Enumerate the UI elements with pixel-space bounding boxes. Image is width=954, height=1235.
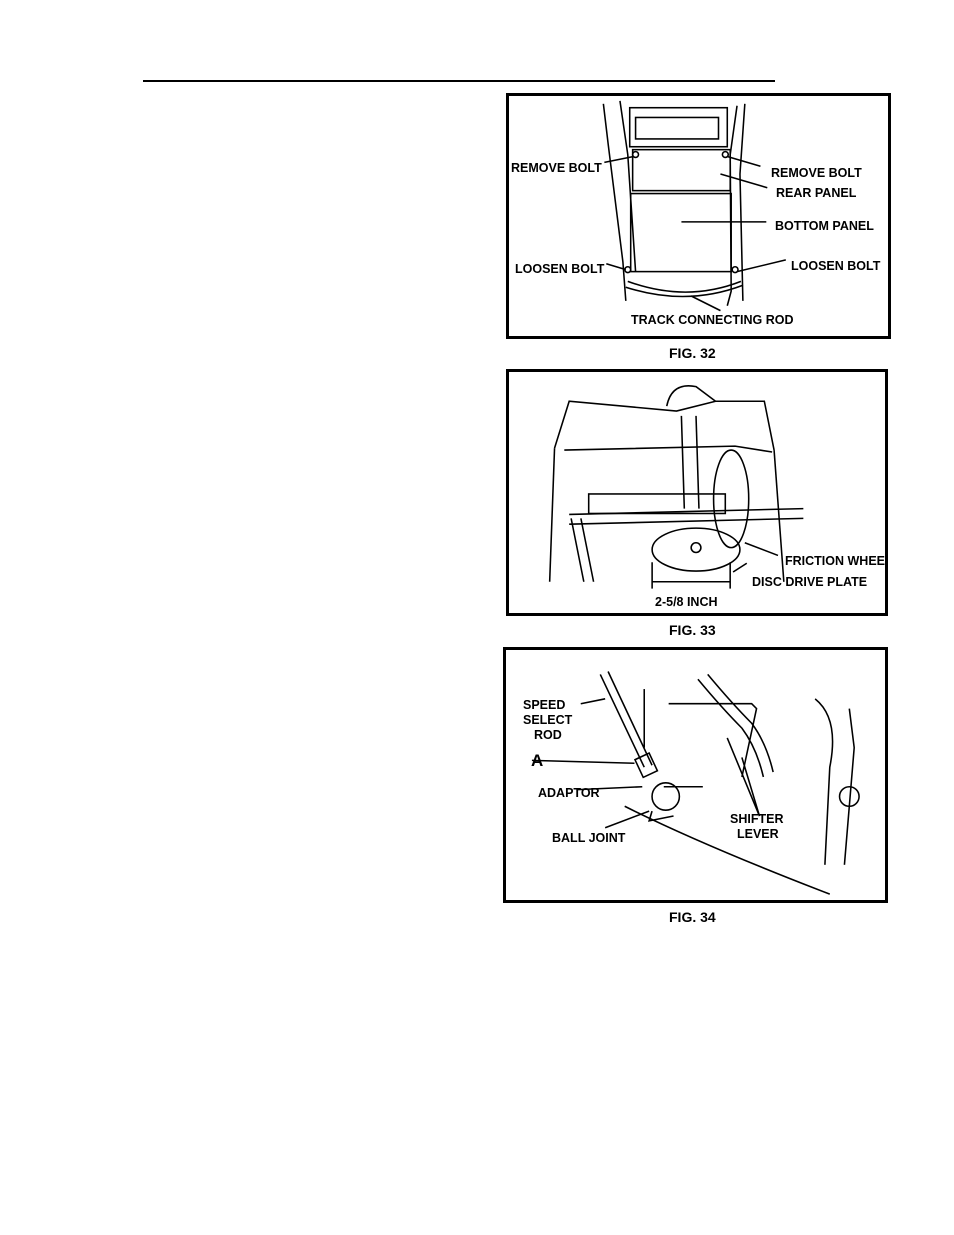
label-ball-joint: BALL JOINT xyxy=(552,831,625,845)
label-speed: SPEED xyxy=(523,698,565,712)
caption-fig-33: FIG. 33 xyxy=(669,622,716,638)
label-friction-wheel: FRICTION WHEEL xyxy=(785,554,888,568)
label-a: A xyxy=(531,754,543,768)
label-dimension: 2-5/8 INCH xyxy=(655,595,718,609)
label-remove-bolt-left: REMOVE BOLT xyxy=(511,161,602,175)
figure-32: REMOVE BOLT REMOVE BOLT REAR PANEL BOTTO… xyxy=(506,93,891,339)
label-loosen-bolt-left: LOOSEN BOLT xyxy=(515,262,604,276)
figure-32-drawing xyxy=(509,96,888,336)
label-loosen-bolt-right: LOOSEN BOLT xyxy=(791,259,880,273)
label-adaptor: ADAPTOR xyxy=(538,786,600,800)
figure-34-drawing xyxy=(506,650,885,900)
label-bottom-panel: BOTTOM PANEL xyxy=(775,219,874,233)
label-remove-bolt-right: REMOVE BOLT xyxy=(771,166,862,180)
label-select: SELECT xyxy=(523,713,572,727)
figure-34: SPEED SELECT ROD A ADAPTOR BALL JOINT SH… xyxy=(503,647,888,903)
label-track-connecting-rod: TRACK CONNECTING ROD xyxy=(631,313,794,327)
label-lever: LEVER xyxy=(737,827,779,841)
caption-fig-32: FIG. 32 xyxy=(669,345,716,361)
label-disc-drive-plate: DISC DRIVE PLATE xyxy=(752,575,867,589)
figure-33: FRICTION WHEEL DISC DRIVE PLATE 2-5/8 IN… xyxy=(506,369,888,616)
label-rear-panel: REAR PANEL xyxy=(776,186,856,200)
caption-fig-34: FIG. 34 xyxy=(669,909,716,925)
header-rule xyxy=(143,80,775,82)
label-shifter: SHIFTER xyxy=(730,812,783,826)
label-rod: ROD xyxy=(534,728,562,742)
